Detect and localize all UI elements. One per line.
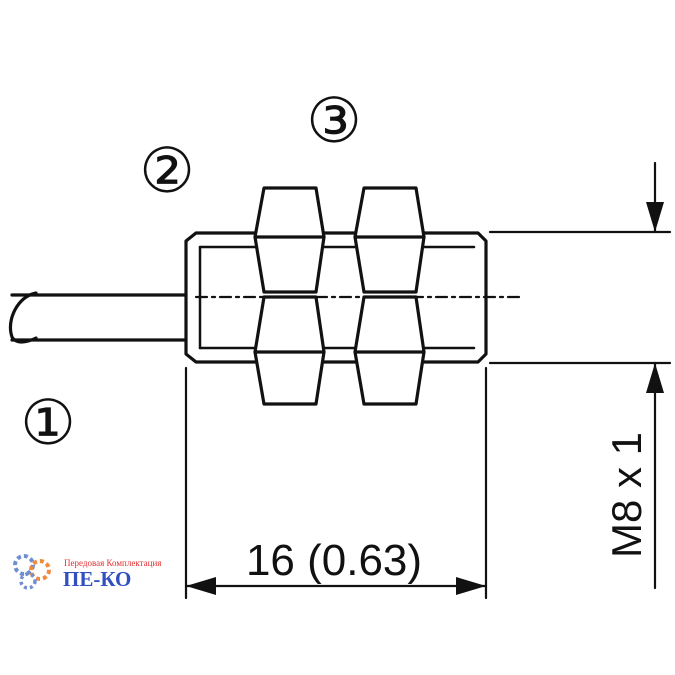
hex-nut-left <box>253 186 326 406</box>
cable <box>8 291 188 344</box>
length-dimension <box>184 366 488 600</box>
callout-housing: ② <box>139 134 195 207</box>
watermark-logo: Передовая Комплектация ПЕ-КО <box>13 554 161 591</box>
watermark-tagline: Передовая Комплектация <box>64 558 161 568</box>
watermark-name: ПЕ-КО <box>63 567 131 591</box>
gear-icon <box>13 554 51 590</box>
length-dimension-label: 16 (0.63) <box>246 536 422 585</box>
thread-dimension <box>488 161 672 590</box>
arrowhead-up <box>646 363 664 393</box>
hex-nut-right <box>353 186 426 406</box>
thread-dimension-label: M8 x 1 <box>603 432 650 558</box>
arrowhead-down <box>646 202 664 232</box>
callout-cable: ① <box>20 386 76 459</box>
callout-nuts: ③ <box>306 84 362 157</box>
arrowhead-left <box>186 577 216 595</box>
arrowhead-right <box>456 577 486 595</box>
